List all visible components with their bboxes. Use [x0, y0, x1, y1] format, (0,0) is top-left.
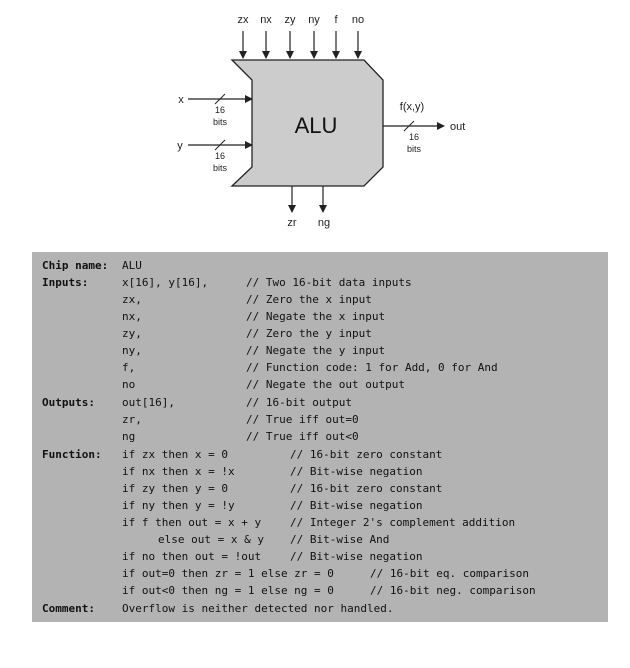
- x-bus-unit: bits: [213, 117, 228, 127]
- outputs-label: Outputs:: [42, 396, 95, 409]
- input-name: no: [122, 378, 136, 391]
- output-comment: // 16-bit output: [246, 396, 352, 409]
- y-bus-width: 16: [215, 151, 225, 161]
- output-function-label: f(x,y): [400, 101, 424, 113]
- input-comment: // Zero the y input: [246, 327, 372, 340]
- function-comment: // 16-bit eq. comparison: [370, 567, 529, 580]
- function-code: if zy then y = 0: [122, 482, 228, 495]
- input-name: zy,: [122, 327, 142, 340]
- zr-label: zr: [287, 217, 297, 229]
- function-comment: // Bit-wise negation: [290, 499, 423, 512]
- function-comment: // Bit-wise negation: [290, 550, 423, 563]
- function-code: if f then out = x + y: [122, 516, 262, 529]
- comment-row: Comment: Overflow is neither detected no…: [32, 600, 608, 617]
- input-comment: // Zero the x input: [246, 293, 372, 306]
- output-row: ng // True iff out<0: [32, 428, 608, 445]
- control-inputs: [239, 31, 362, 59]
- input-row: f, // Function code: 1 for Add, 0 for An…: [32, 359, 608, 376]
- input-comment: // Negate the x input: [246, 310, 386, 323]
- y-bus-slash: [214, 139, 226, 151]
- function-code: if out<0 then ng = 1 else ng = 0: [122, 584, 334, 597]
- alu-chip-body: [230, 59, 384, 187]
- input-name: x[16], y[16],: [122, 276, 209, 289]
- input-name: nx,: [122, 310, 142, 323]
- chip-name-value: ALU: [122, 259, 142, 272]
- input-name: ny,: [122, 344, 142, 357]
- inputs-label: Inputs:: [42, 276, 89, 289]
- output-name: out[16],: [122, 396, 175, 409]
- output-bus-width: 16: [409, 132, 419, 142]
- comment-text: Overflow is neither detected nor handled…: [122, 602, 394, 615]
- function-comment: // Integer 2's complement addition: [290, 516, 516, 529]
- function-row: else out = x & y // Bit-wise And: [32, 531, 608, 548]
- input-row: ny, // Negate the y input: [32, 342, 608, 359]
- no-label: no: [352, 14, 364, 26]
- function-code: if out=0 then zr = 1 else zr = 0: [122, 567, 334, 580]
- input-comment: // Two 16-bit data inputs: [246, 276, 412, 289]
- zx-label: zx: [238, 14, 250, 26]
- output-row: Outputs: out[16], // 16-bit output: [32, 394, 608, 411]
- input-comment: // Negate the y input: [246, 344, 386, 357]
- output-name: zr,: [122, 413, 142, 426]
- function-comment: // Bit-wise And: [290, 533, 390, 546]
- x-bus-width: 16: [215, 105, 225, 115]
- input-comment: // Negate the out output: [246, 378, 405, 391]
- zy-label: zy: [285, 14, 297, 26]
- input-comment: // Function code: 1 for Add, 0 for And: [246, 361, 498, 374]
- input-row: zx, // Zero the x input: [32, 291, 608, 308]
- function-code: if ny then y = !y: [122, 499, 235, 512]
- y-bus-unit: bits: [213, 163, 228, 173]
- nx-label: nx: [260, 14, 272, 26]
- f-label: f: [334, 14, 338, 26]
- function-label: Function:: [42, 448, 102, 461]
- input-name: zx,: [122, 293, 142, 306]
- output-row: zr, // True iff out=0: [32, 411, 608, 428]
- function-code: else out = x & y: [158, 533, 264, 546]
- chip-name-row: Chip name: ALU: [32, 257, 608, 274]
- output-comment: // True iff out=0: [246, 413, 359, 426]
- output-bus-slash: [403, 120, 415, 132]
- comment-label: Comment:: [42, 602, 95, 615]
- function-row: if zy then y = 0 // 16-bit zero constant: [32, 480, 608, 497]
- function-row: if f then out = x + y // Integer 2's com…: [32, 514, 608, 531]
- x-input-label: x: [178, 94, 184, 106]
- input-row: no // Negate the out output: [32, 376, 608, 393]
- output-comment: // True iff out<0: [246, 430, 359, 443]
- y-input-label: y: [177, 140, 183, 152]
- input-row: nx, // Negate the x input: [32, 308, 608, 325]
- function-row: if no then out = !out // Bit-wise negati…: [32, 548, 608, 565]
- function-row: if nx then x = !x // Bit-wise negation: [32, 463, 608, 480]
- function-row: if ny then y = !y // Bit-wise negation: [32, 497, 608, 514]
- function-code: if no then out = !out: [122, 550, 262, 563]
- input-name: f,: [122, 361, 136, 374]
- alu-diagram: zx nx zy ny f no ALU x 16 bits y 16 bits…: [177, 14, 465, 229]
- ny-label: ny: [308, 14, 320, 26]
- chip-label: ALU: [295, 113, 338, 138]
- output-label: out: [450, 121, 465, 133]
- output-bus-unit: bits: [407, 144, 422, 154]
- function-comment: // 16-bit zero constant: [290, 482, 443, 495]
- input-row: zy, // Zero the y input: [32, 325, 608, 342]
- input-row: Inputs: x[16], y[16], // Two 16-bit data…: [32, 274, 608, 291]
- function-row: if out=0 then zr = 1 else zr = 0 // 16-b…: [32, 565, 608, 582]
- function-comment: // Bit-wise negation: [290, 465, 423, 478]
- x-bus-slash: [214, 93, 226, 105]
- chip-name-label: Chip name:: [42, 259, 109, 272]
- function-comment: // 16-bit neg. comparison: [370, 584, 536, 597]
- function-code: if nx then x = !x: [122, 465, 235, 478]
- ng-label: ng: [318, 217, 330, 229]
- function-code: if zx then x = 0: [122, 448, 228, 461]
- chip-spec-panel: Chip name: ALU Inputs: x[16], y[16], // …: [32, 252, 608, 622]
- function-row: Function: if zx then x = 0 // 16-bit zer…: [32, 446, 608, 463]
- function-row: if out<0 then ng = 1 else ng = 0 // 16-b…: [32, 582, 608, 599]
- function-comment: // 16-bit zero constant: [290, 448, 443, 461]
- output-name: ng: [122, 430, 136, 443]
